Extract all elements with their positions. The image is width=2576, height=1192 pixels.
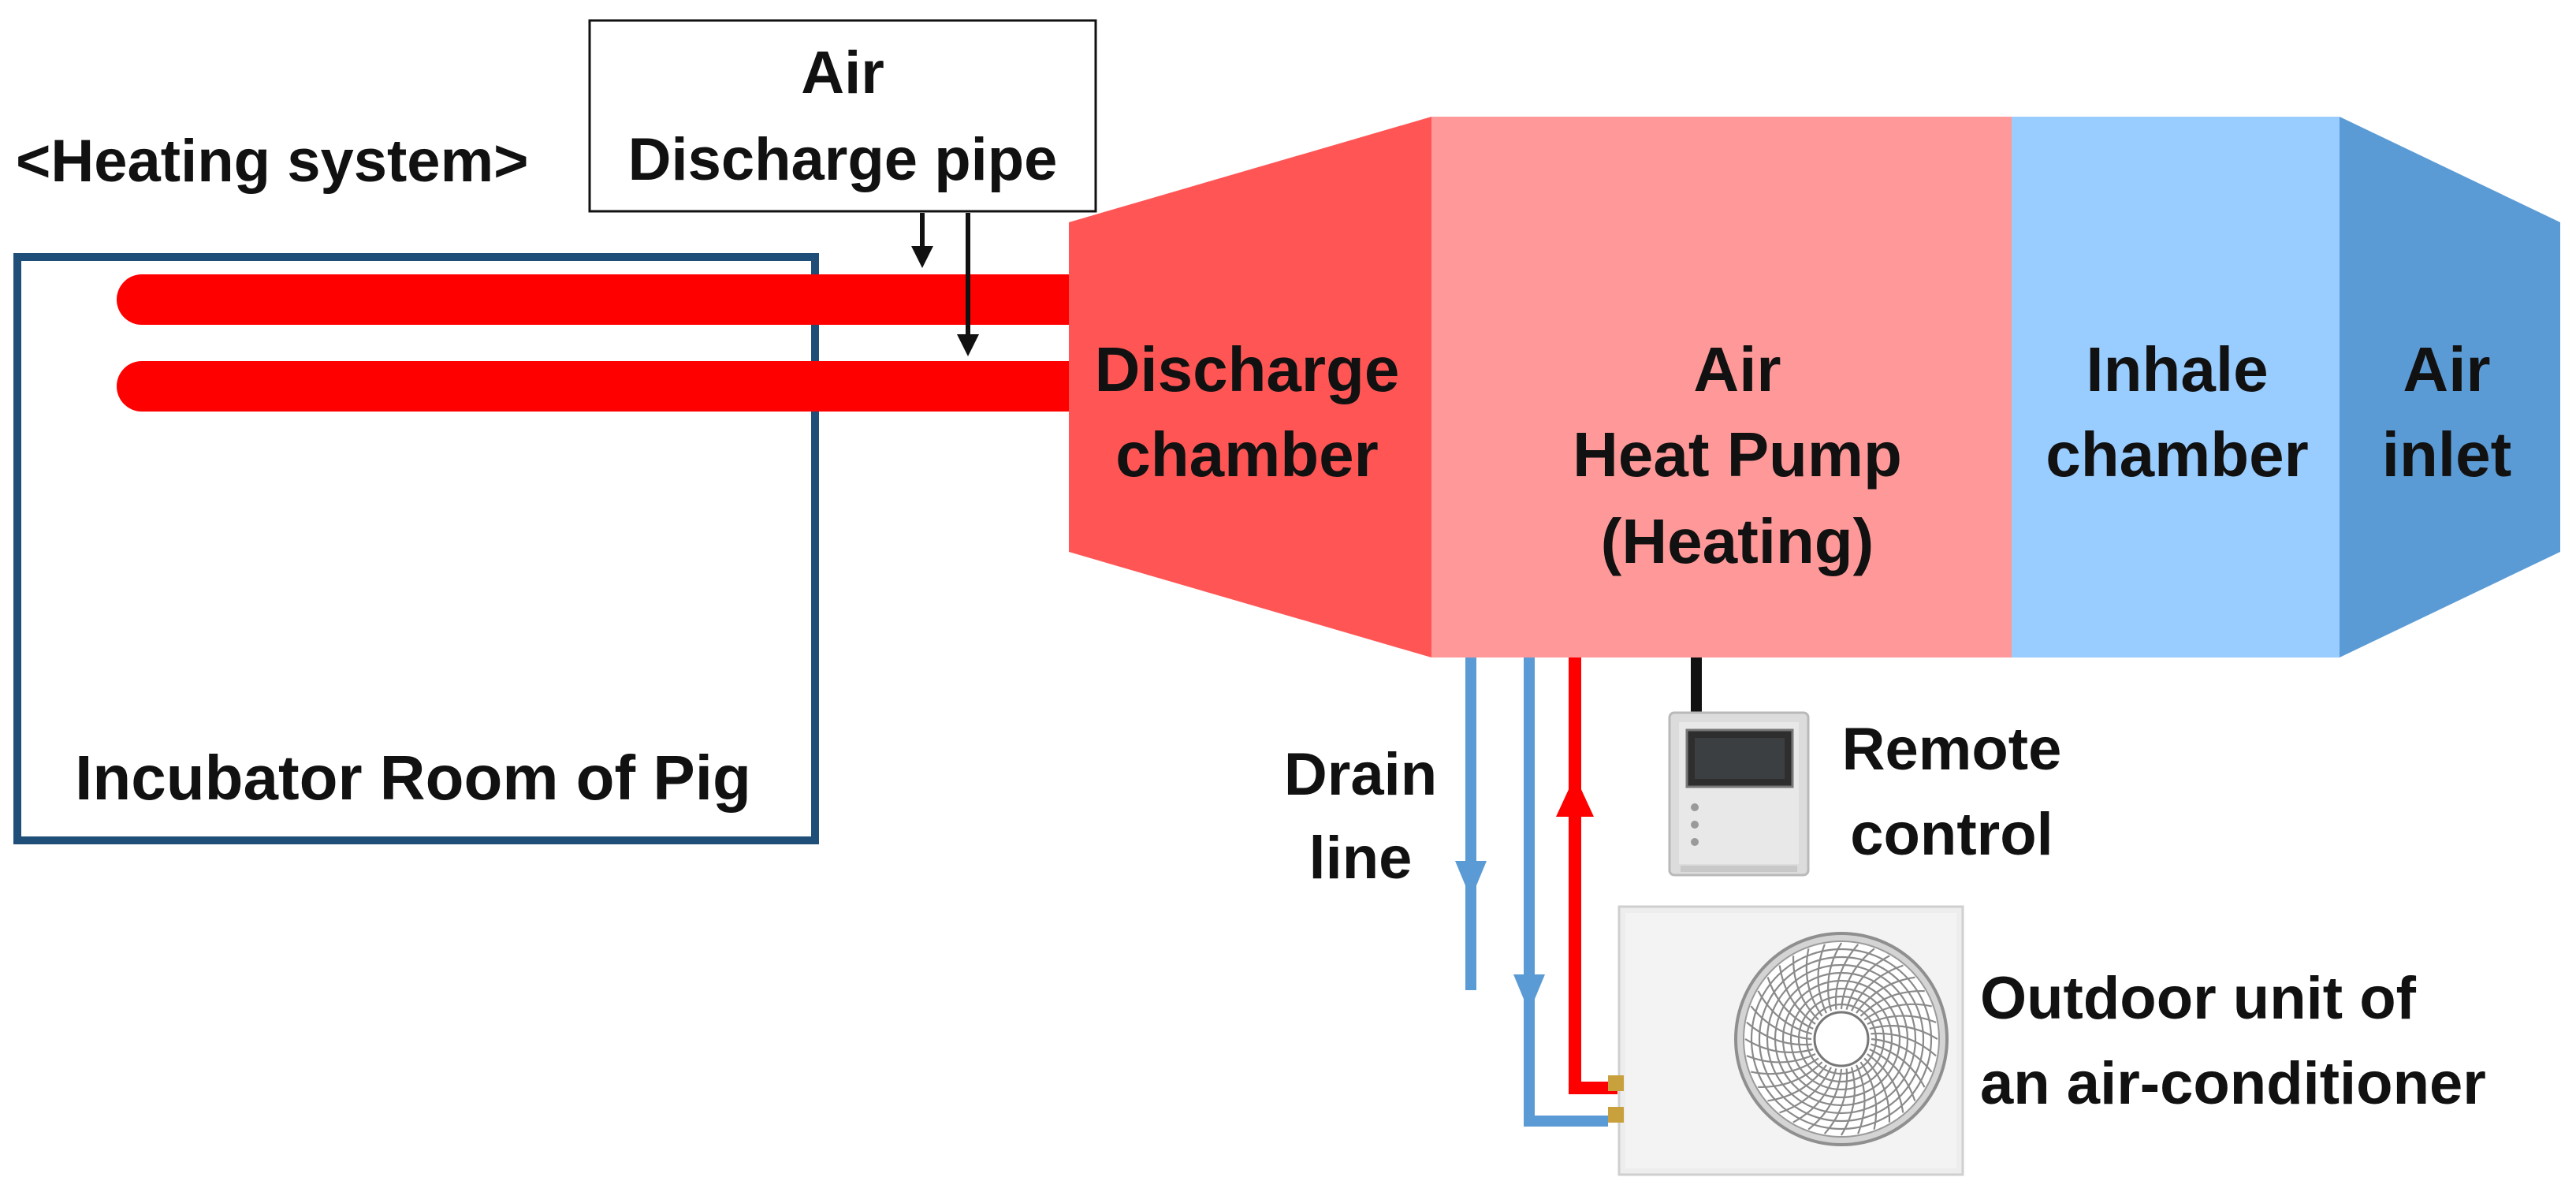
fan-grille-spoke [1758, 1061, 1823, 1089]
remote-control-label-line2: control [1850, 801, 2053, 868]
discharge-chamber-shape [1069, 117, 1431, 657]
outdoor-unit-label-line2: an air-conditioner [1980, 1050, 2486, 1117]
fan-grille-spoke [1845, 955, 1890, 1010]
air-inlet-label-line1: Air [2403, 334, 2490, 404]
fan-grille-spoke [1863, 1057, 1891, 1123]
fan-grille-spoke [1856, 1064, 1866, 1134]
fan-grille-spoke [1859, 989, 1925, 1017]
fan-grille-spoke [1807, 1068, 1843, 1131]
fan-grille-spoke [1859, 1061, 1878, 1130]
incubator-room-label: Incubator Room of Pig [75, 743, 751, 813]
fan-grille-spoke [1823, 1068, 1848, 1134]
fan-grille-spoke [1856, 976, 1915, 1014]
heat-pump-label-line3: (Heating) [1601, 506, 1874, 576]
fan-grille-spoke [1834, 944, 1859, 1010]
callout-arrow-head-lower [957, 334, 979, 356]
drain-lines [1455, 657, 1608, 1127]
callout-arrow-head-upper [911, 246, 933, 268]
fan-grille-spoke [1817, 944, 1827, 1014]
remote-control-label-line1: Remote [1842, 716, 2062, 783]
fan-grille-spoke [1766, 977, 1814, 1030]
outdoor-unit-valves [1608, 1075, 1624, 1123]
fan-grille-spoke [1767, 1064, 1827, 1102]
fan-grille-spoke [1750, 1005, 1812, 1041]
heat-pump-label-line1: Air [1693, 334, 1781, 404]
outdoor-unit-fan-icon [1734, 932, 1949, 1146]
incubator-room-box [13, 253, 819, 844]
inhale-chamber-shape [2012, 117, 2340, 657]
fan-grille-spoke [1871, 1043, 1926, 1088]
drain-line-label-line1: Drain [1284, 741, 1437, 808]
discharge-pipe-label-line1: Air [801, 39, 884, 106]
fan-grille-spoke [1792, 955, 1819, 1021]
discharge-pipe-label-line2: Discharge pipe [628, 126, 1058, 193]
fan-grille-spoke [1805, 948, 1823, 1017]
fan-grille-spoke [1746, 1021, 1812, 1046]
heat-pump-shape [1431, 117, 2012, 657]
outdoor-unit [1608, 905, 1964, 1176]
fan-grille-spoke [1746, 1053, 1816, 1063]
fan-grille-spoke [1792, 1068, 1837, 1123]
drain-arrow-head-right [1513, 974, 1545, 1012]
fan-grille-spoke [1840, 1067, 1856, 1136]
discharge-chamber-label-line2: chamber [1115, 419, 1378, 490]
outdoor-unit-label-line1: Outdoor unit of [1980, 965, 2417, 1032]
drain-arrow-head-left [1455, 861, 1487, 899]
air-discharge-pipes [117, 274, 1105, 412]
callout-arrows [911, 213, 979, 356]
inhale-chamber-label-line1: Inhale [2086, 334, 2268, 404]
air-inlet-label-line2: inlet [2382, 419, 2511, 490]
fan-grille-spoke [1871, 1037, 1933, 1073]
fan-grille-spoke [1827, 942, 1843, 1011]
discharge-pipe-callout-box [588, 19, 1097, 213]
diagram-title: <Heating system> [16, 128, 529, 195]
fan-grille-spoke [1871, 1032, 1937, 1057]
fan-grille-spoke [1757, 990, 1812, 1035]
fan-grille-spoke [1851, 964, 1904, 1011]
fan-grille-spoke [1779, 1067, 1832, 1114]
fan-grille-spoke [1840, 948, 1875, 1010]
remote-control-device [1668, 711, 1810, 877]
fan-grille-spoke [1869, 1049, 1916, 1101]
heat-pump-label-line2: Heat Pump [1573, 419, 1902, 490]
air-inlet-shape [2340, 117, 2560, 657]
fan-grille-spoke [1867, 1015, 1937, 1025]
refrigerant-line [1556, 657, 1617, 1094]
fan-grille-spoke [1744, 1037, 1814, 1053]
fan-grille-spoke [1863, 1003, 1932, 1021]
fan-grille-spoke [1778, 965, 1816, 1025]
fan-grille-ring [1789, 987, 1893, 1091]
discharge-chamber-label-line1: Discharge [1095, 334, 1400, 404]
inhale-chamber-label-line2: chamber [2046, 419, 2308, 490]
fan-grille-ring [1758, 955, 1925, 1123]
refrigerant-arrow-head [1556, 776, 1594, 817]
fan-grille-ring [1766, 963, 1917, 1115]
fan-grille-spoke [1867, 1053, 1904, 1113]
fan-grille-ring [1797, 995, 1885, 1083]
fan-grille-ring [1750, 948, 1933, 1131]
fan-grille-spoke [1751, 1057, 1819, 1075]
fan-grille-ring [1781, 979, 1901, 1099]
drain-line-label-line2: line [1309, 825, 1413, 892]
fan-grille-spoke [1869, 1025, 1938, 1041]
